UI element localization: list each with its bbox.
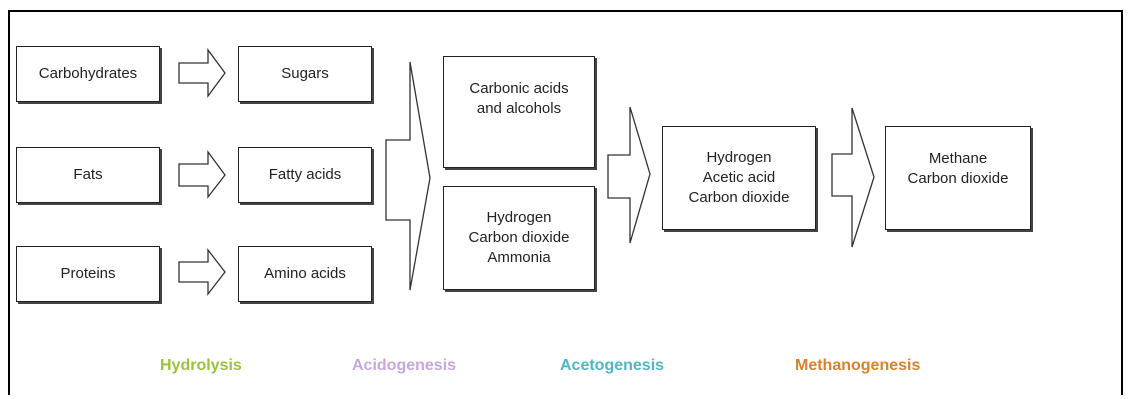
node-fats: Fats [16, 147, 160, 203]
node-amino-acids: Amino acids [238, 246, 372, 302]
arrow-hydrolysis-to-acidogenesis [385, 61, 431, 291]
stage-label-hydrolysis: Hydrolysis [160, 357, 242, 374]
stage-label-methanogenesis: Methanogenesis [795, 357, 921, 374]
arrow-proteins-to-amino-acids [178, 248, 226, 296]
node-carbohydrates: Carbohydrates [16, 46, 160, 102]
node-hydrogen-carbon-dioxide-ammonia: Hydrogen Carbon dioxide Ammonia [443, 186, 595, 290]
node-carbonic-acids-and-alcohols: Carbonic acids and alcohols [443, 56, 595, 168]
node-proteins: Proteins [16, 246, 160, 302]
stage-label-acidogenesis: Acidogenesis [352, 357, 457, 374]
node-methane-carbon-dioxide: Methane Carbon dioxide [885, 126, 1031, 230]
node-sugars: Sugars [238, 46, 372, 102]
arrow-carbohydrates-to-sugars [178, 48, 226, 98]
arrow-acidogenesis-to-acetogenesis [607, 106, 651, 244]
stage-label-acetogenesis: Acetogenesis [560, 357, 665, 374]
arrow-fats-to-fatty-acids [178, 150, 226, 199]
node-hydrogen-acetic-acid-carbon-dioxide: Hydrogen Acetic acid Carbon dioxide [662, 126, 816, 230]
diagram-frame [8, 10, 1123, 395]
node-fatty-acids: Fatty acids [238, 147, 372, 203]
arrow-acetogenesis-to-methanogenesis [831, 107, 875, 248]
